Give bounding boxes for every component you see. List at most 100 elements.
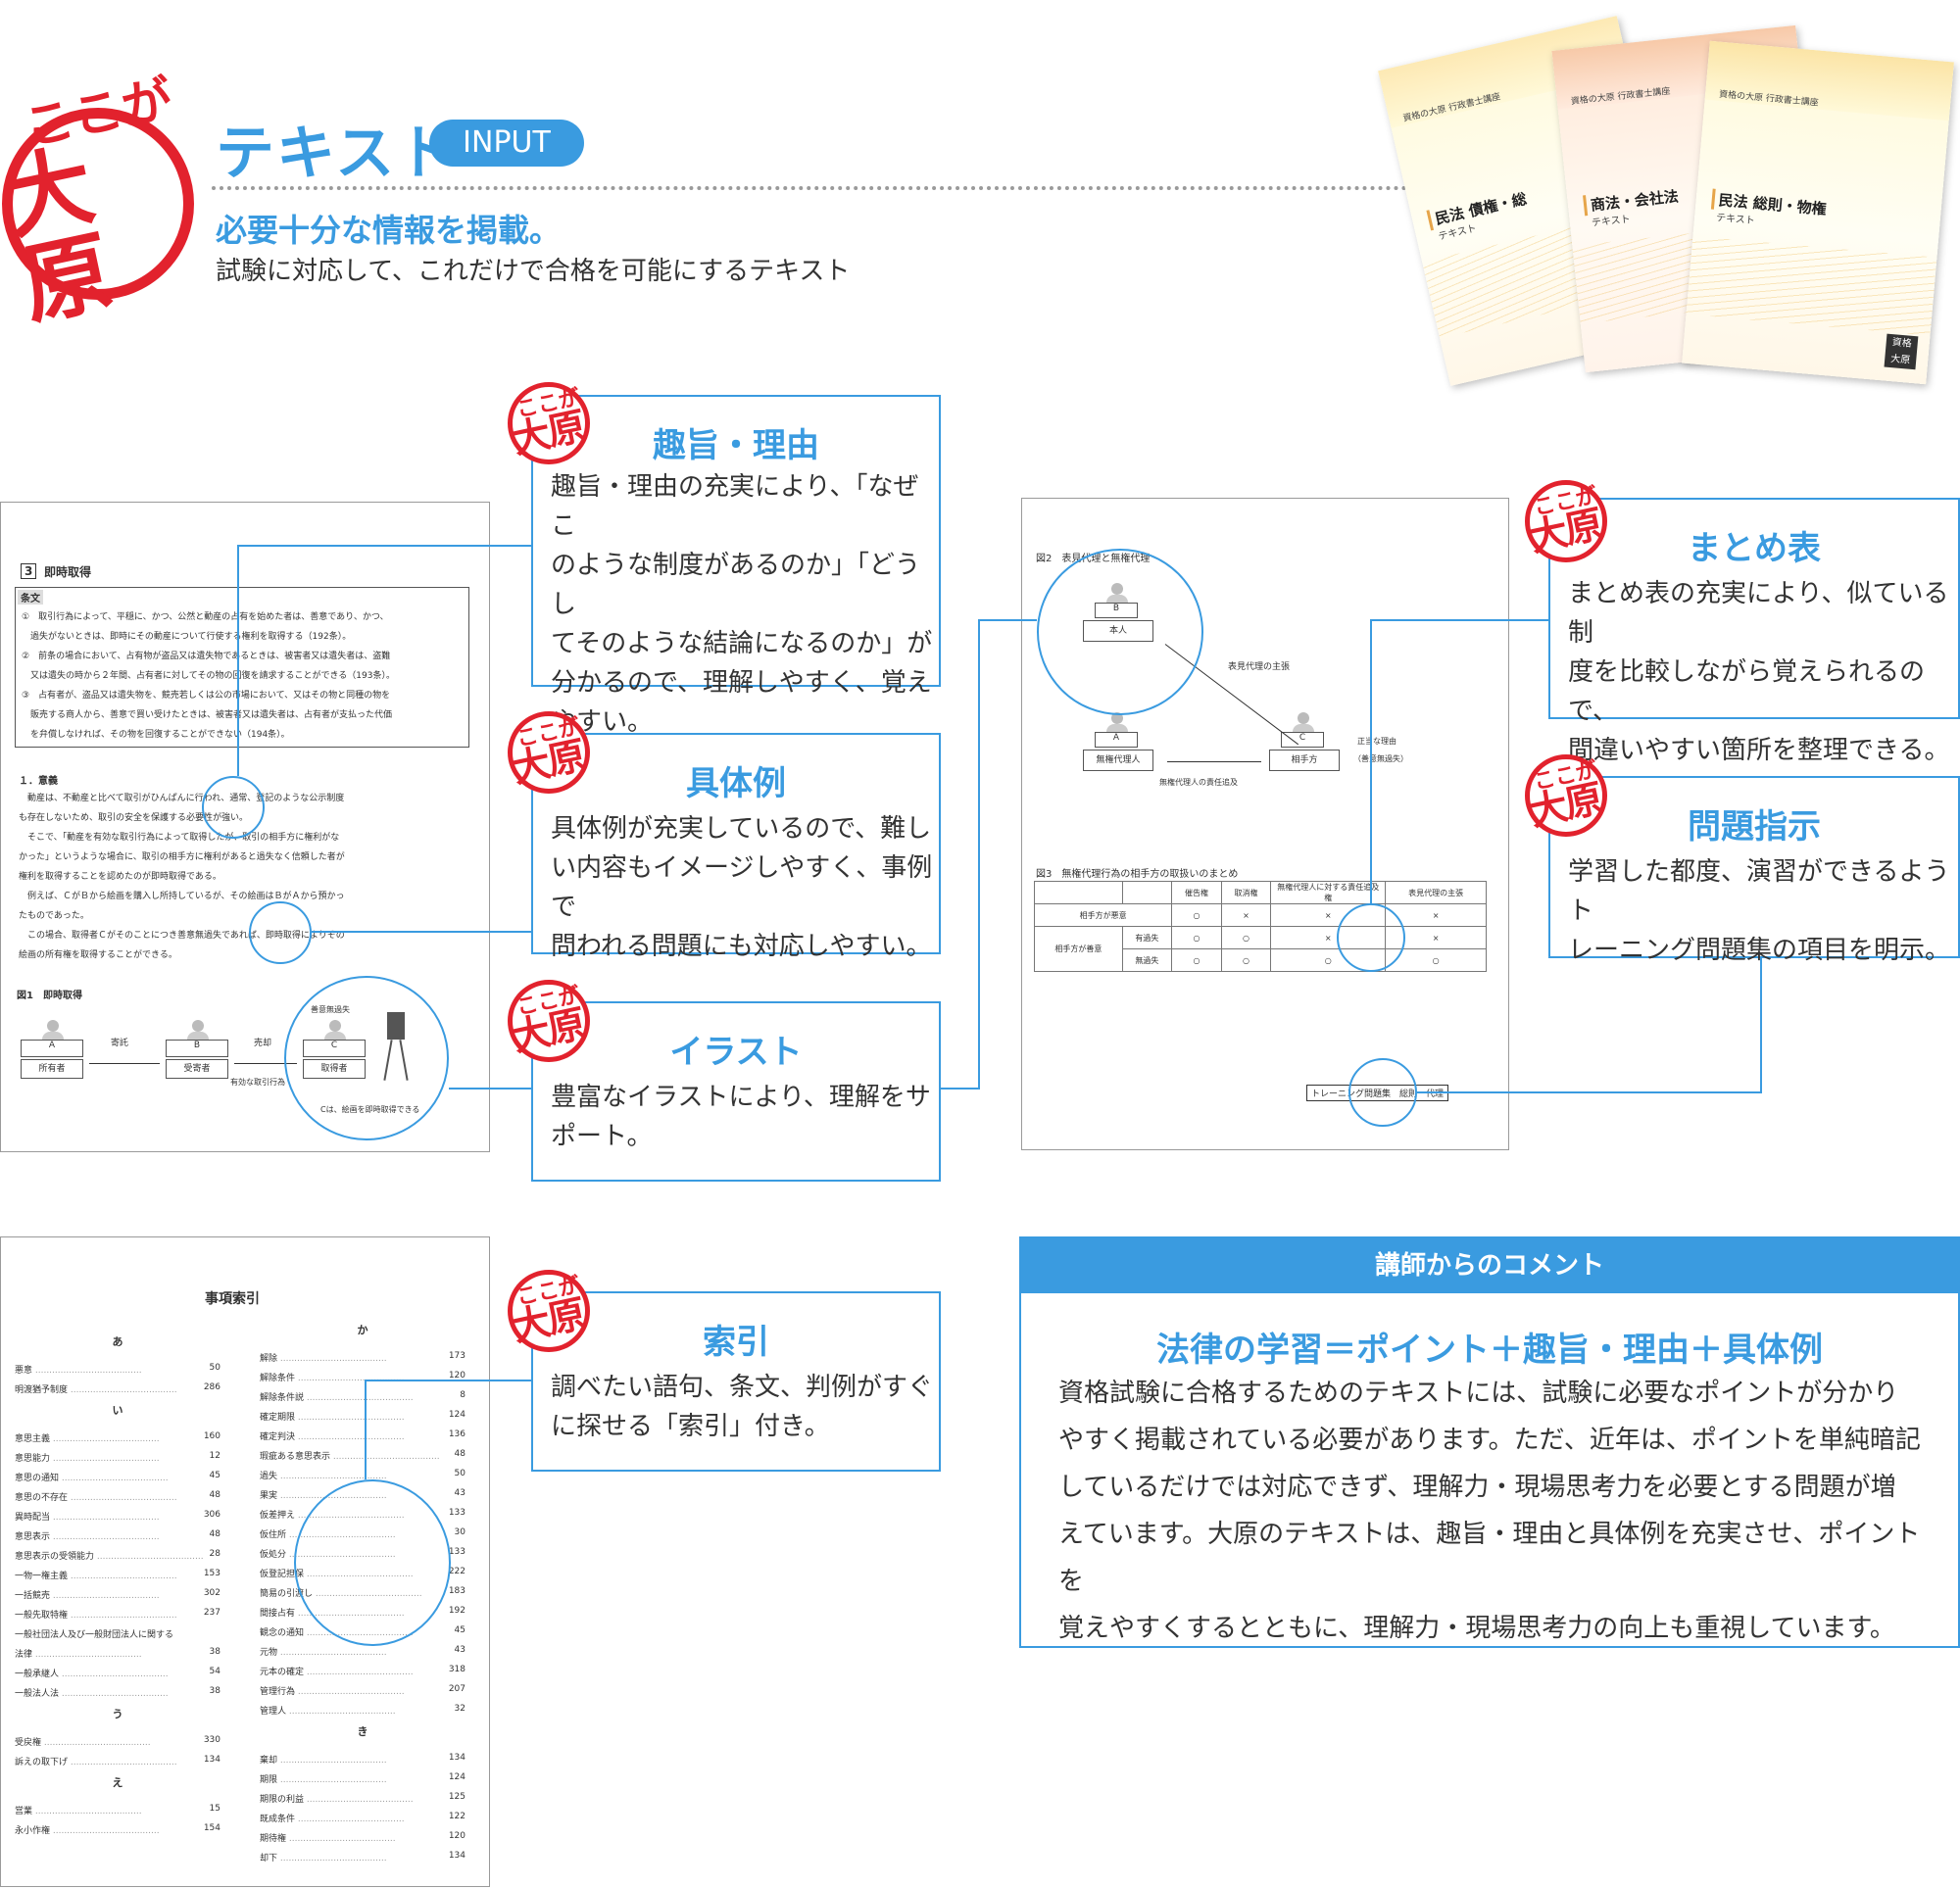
arrow: [234, 1063, 297, 1064]
index-term: 意思主義: [15, 1434, 51, 1444]
index-term: 確定期限: [260, 1413, 296, 1423]
oohara-stamp: ここが大原: [508, 382, 590, 464]
text-page-sokuji: 3 即時取得 条文 ① 取引行為によって、平穏に、かつ、公然と動産の占有を始めた…: [0, 502, 490, 1152]
index-page-number: 32: [454, 1704, 466, 1714]
index-page-number: 133: [448, 1508, 466, 1518]
oohara-stamp: ここが大原: [508, 1270, 590, 1352]
index-entry: 一括競売 ...................................…: [15, 1588, 220, 1601]
index-term: 悪意: [15, 1366, 33, 1376]
index-term: 観念の通知: [260, 1628, 305, 1638]
index-term: 仮差押え: [260, 1511, 296, 1521]
highlight-circle: [1348, 1058, 1417, 1127]
index-page-number: 54: [209, 1667, 220, 1676]
index-title: 事項索引: [205, 1291, 260, 1307]
section-heading: 即時取得: [44, 565, 92, 579]
connector-line: [312, 931, 531, 933]
figure-caption: 図1 即時取得: [17, 991, 82, 1001]
index-term: 却下: [260, 1854, 278, 1864]
index-page-number: 50: [454, 1469, 466, 1478]
index-entry: 管理行為 ...................................…: [260, 1684, 466, 1697]
index-page-number: 183: [448, 1586, 466, 1596]
index-term: 元物: [260, 1648, 278, 1658]
index-entry: 受戻権 ....................................…: [15, 1735, 220, 1748]
index-term: 解除: [260, 1354, 278, 1364]
index-group-heading: あ: [112, 1335, 123, 1348]
comment-title: 法律の学習＝ポイント＋趣旨・理由＋具体例: [1156, 1331, 1823, 1370]
index-entry: 明渡猶予制度 .................................…: [15, 1382, 220, 1395]
arrow: [89, 1063, 160, 1064]
oohara-stamp: ここが大原: [1525, 480, 1607, 562]
index-page-number: 125: [448, 1792, 466, 1802]
summary-table: 催告権取消権無権代理人に対する責任追及権表見代理の主張 相手方が悪意○××× 相…: [1033, 881, 1487, 972]
index-page-number: 153: [203, 1569, 220, 1578]
index-entry: 確定判決 ...................................…: [260, 1429, 466, 1442]
index-term: 異時配当: [15, 1513, 51, 1523]
index-group-heading: か: [357, 1324, 368, 1336]
callout-illust: イラスト 豊富なイラストにより、理解をサポート。: [531, 1001, 941, 1182]
callout-gutairei: 具体例 具体例が充実しているので、難しい内容もイメージしやすく、事例で問われる問…: [531, 733, 941, 961]
callout-shushi: 趣旨・理由 趣旨・理由の充実により、「なぜこのような制度があるのか」「どうしてそ…: [531, 395, 941, 737]
index-entry: 意思の不存在 .................................…: [15, 1490, 220, 1503]
index-page-number: 38: [209, 1647, 220, 1657]
index-page-number: 330: [203, 1735, 220, 1745]
index-entry: 瑕疵ある意思表示 ...............................…: [260, 1449, 466, 1462]
index-entry: 一般承継人 ..................................…: [15, 1667, 220, 1679]
index-page-number: 318: [448, 1665, 466, 1674]
index-page-number: 133: [448, 1547, 466, 1557]
instructor-comment: 講師からのコメント 法律の学習＝ポイント＋趣旨・理由＋具体例 資格試験に合格する…: [1019, 1236, 1960, 1648]
index-entry: 却下 .....................................…: [260, 1851, 466, 1864]
index-entry: 永小作権 ...................................…: [15, 1823, 220, 1836]
oohara-stamp: ここが大原: [508, 980, 590, 1062]
connector-line: [365, 1380, 367, 1479]
index-page-number: 45: [209, 1471, 220, 1480]
index-entry: 意思の通知 ..................................…: [15, 1471, 220, 1483]
index-term: 管理人: [260, 1707, 287, 1717]
comment-header: 講師からのコメント: [1021, 1238, 1958, 1293]
connector-line: [449, 1088, 531, 1090]
index-term: 期待権: [260, 1834, 287, 1844]
index-term: 解除条件説: [260, 1393, 305, 1403]
index-entry: 解除条件説 ..................................…: [260, 1390, 466, 1403]
index-group-heading: え: [112, 1776, 123, 1789]
index-page-number: 237: [203, 1608, 220, 1618]
index-term: 一般先取特権: [15, 1611, 69, 1621]
index-term: 受戻権: [15, 1738, 42, 1748]
index-page-number: 15: [209, 1804, 220, 1814]
index-entry: 営業 .....................................…: [15, 1804, 220, 1816]
index-page-number: 286: [203, 1382, 220, 1392]
index-entry: 元本の確定 ..................................…: [260, 1665, 466, 1677]
index-page-number: 136: [448, 1429, 466, 1439]
text-page-hyoken: 図2 表見代理と無権代理 B 本人 A 無権代理人 C 相手方 表見代理の主張 …: [1021, 498, 1509, 1150]
connector-line: [1370, 619, 1372, 903]
index-page-number: 134: [203, 1755, 220, 1765]
index-term: 意思表示: [15, 1532, 51, 1542]
connector-line: [1760, 958, 1762, 1093]
article-box: 条文 ① 取引行為によって、平穏に、かつ、公然と動産の占有を始めた者は、善意であ…: [15, 587, 469, 748]
index-term: 果実: [260, 1491, 278, 1501]
highlight-circle: [1337, 903, 1405, 972]
index-term: 仮住所: [260, 1530, 287, 1540]
index-term: 期限: [260, 1775, 278, 1785]
callout-sakuin: 索引 調べたい語句、条文、判例がすぐに探せる「索引」付き。: [531, 1291, 941, 1472]
index-page-number: 45: [454, 1625, 466, 1635]
index-page-number: 50: [209, 1363, 220, 1373]
index-entry: 管理人 ....................................…: [260, 1704, 466, 1717]
index-group-heading: う: [112, 1708, 123, 1720]
highlight-circle: [202, 776, 265, 839]
index-group-heading: き: [357, 1725, 368, 1738]
arrow: [1167, 761, 1261, 762]
index-term: 一物一権主義: [15, 1572, 69, 1581]
index-entry: 過失 .....................................…: [260, 1469, 466, 1481]
connector-line: [978, 619, 1037, 621]
index-entry: 解除条件 ...................................…: [260, 1371, 466, 1383]
index-page-number: 134: [448, 1753, 466, 1763]
index-term: 一般承継人: [15, 1670, 60, 1679]
page-title: テキスト: [216, 120, 458, 188]
oohara-stamp: ここが大原: [508, 711, 590, 794]
dotted-divider: [212, 186, 1431, 190]
highlight-circle: [1037, 549, 1203, 715]
highlight-circle: [284, 976, 449, 1140]
index-entry: 意思表示 ...................................…: [15, 1529, 220, 1542]
index-term: 永小作権: [15, 1826, 51, 1836]
index-term: 間接占有: [260, 1609, 296, 1619]
